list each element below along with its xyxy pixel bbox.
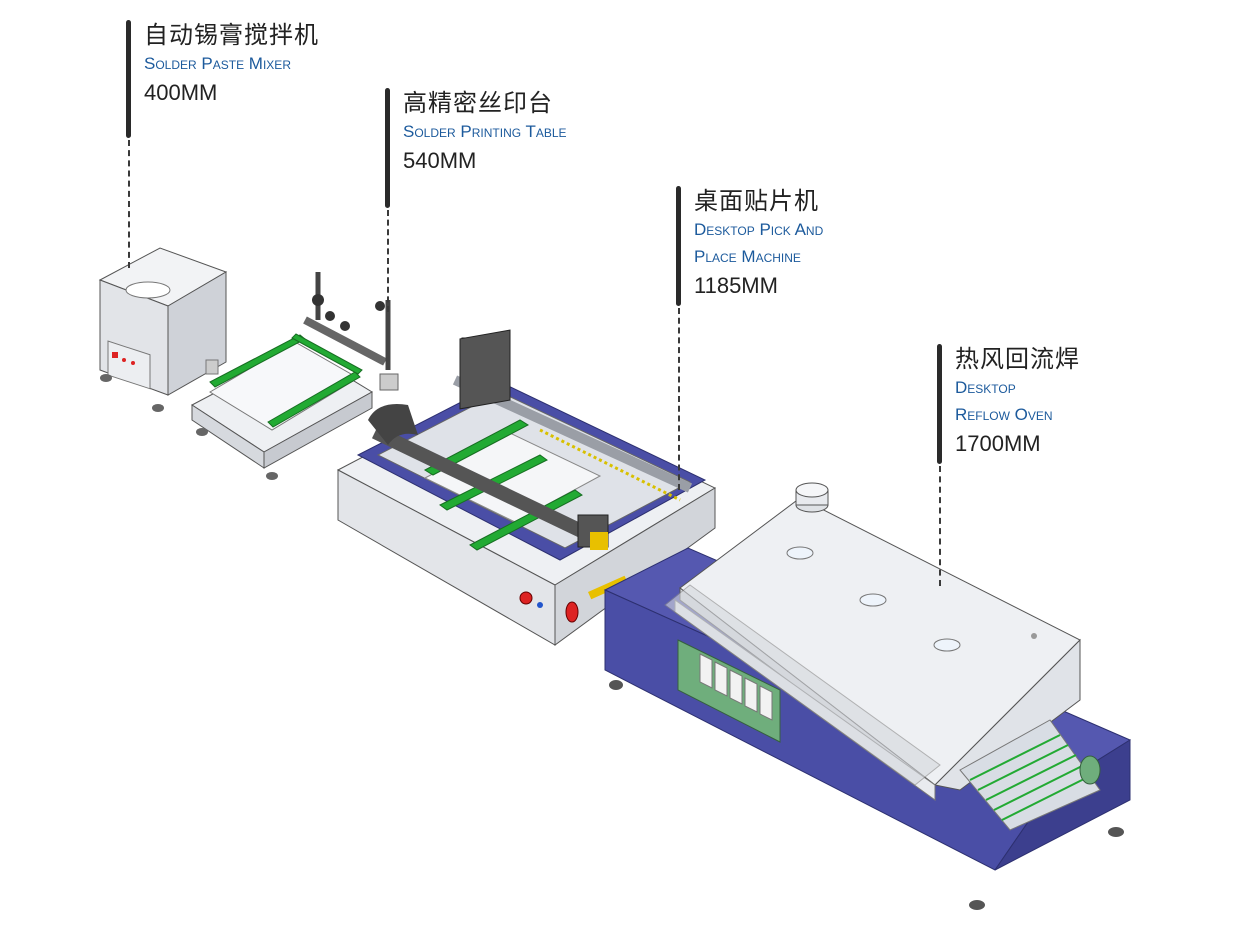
reflow-oven-english-line-1: Desktop — [955, 378, 1016, 397]
reflow-oven-english-line-2: Reflow Oven — [955, 405, 1053, 424]
pick-and-place-size: 1185MM — [694, 273, 778, 298]
callout-bar-pick-and-place — [676, 186, 681, 306]
callout-leader-printing-table — [387, 210, 389, 312]
reflow-oven-size: 1700MM — [955, 431, 1041, 456]
mixer-english-name: Solder Paste Mixer — [144, 54, 291, 73]
pick-and-place-english-line-2: Place Machine — [694, 247, 801, 266]
callout-bar-mixer — [126, 20, 131, 138]
printing-table-chinese-name: 高精密丝印台 — [403, 89, 553, 117]
callout-pick-and-place: 桌面贴片机 Desktop Pick And Place Machine 118… — [694, 186, 823, 302]
pick-and-place-machine — [336, 329, 717, 646]
reflow-oven — [603, 482, 1132, 910]
callout-printing-table: 高精密丝印台 Solder Printing Table 540MM — [403, 88, 567, 177]
reflow-oven-chinese-name: 热风回流焊 — [955, 345, 1080, 373]
callout-reflow-oven: 热风回流焊 Desktop Reflow Oven 1700MM — [955, 344, 1080, 460]
callout-leader-pick-and-place — [678, 308, 680, 490]
mixer-chinese-name: 自动锡膏搅拌机 — [144, 21, 319, 49]
solder-printing-table — [191, 272, 399, 480]
pick-and-place-english-line-1: Desktop Pick And — [694, 220, 824, 239]
mixer-size: 400MM — [144, 80, 218, 105]
callout-mixer: 自动锡膏搅拌机 Solder Paste Mixer 400MM — [144, 20, 319, 109]
solder-paste-mixer — [98, 247, 228, 412]
printing-table-size: 540MM — [403, 148, 477, 173]
callout-leader-reflow-oven — [939, 466, 941, 586]
pick-and-place-chinese-name: 桌面贴片机 — [694, 187, 819, 215]
printing-table-english-name: Solder Printing Table — [403, 122, 567, 141]
callout-leader-mixer — [128, 140, 130, 268]
callout-bar-printing-table — [385, 88, 390, 208]
callout-bar-reflow-oven — [937, 344, 942, 464]
